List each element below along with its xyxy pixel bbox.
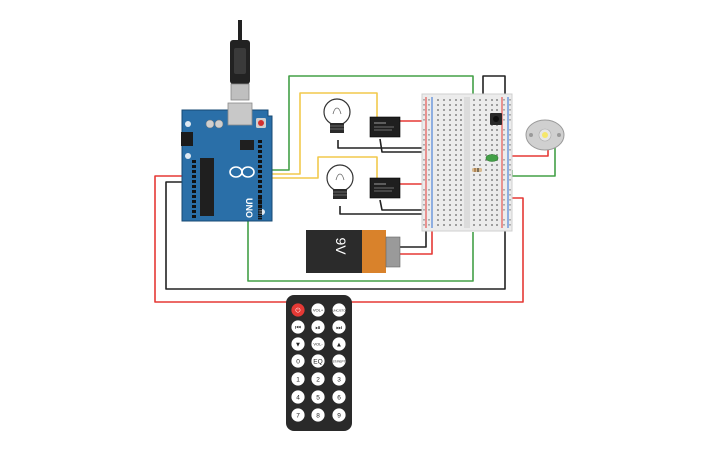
remote-1-button-label: 1	[296, 376, 300, 383]
wire-battery-black	[400, 225, 427, 248]
board-label: UNO	[244, 198, 254, 218]
battery-9v: 9V	[306, 230, 401, 273]
remote-2-button-label: 2	[316, 376, 320, 383]
arduino-infinity-logo	[229, 166, 255, 178]
remote-4-button-label: 4	[296, 394, 300, 401]
remote-prev-button-label: ⏮	[295, 324, 301, 331]
wire-black-outer	[165, 181, 506, 290]
remote-vol-minus-button-label: VOL-	[313, 342, 323, 347]
remote-eq-button[interactable]: EQ	[311, 354, 325, 368]
battery-voltage-label: 9V	[333, 237, 349, 255]
remote-down-button-label: ▼	[295, 341, 301, 348]
arduino-uno-board: UNO	[181, 20, 273, 222]
remote-0-button[interactable]: 0	[291, 354, 305, 368]
remote-play-pause-button[interactable]: ⏯	[311, 320, 325, 334]
wire-black-relay-1	[379, 138, 428, 153]
remote-play-pause-button-label: ⏯	[315, 324, 320, 331]
remote-0-button-label: 0	[296, 358, 300, 365]
wire-black-bulb-2	[339, 206, 428, 215]
battery-terminal-clip	[385, 236, 401, 268]
remote-power-button-label: ⏻	[295, 307, 300, 314]
remote-6-button[interactable]: 6	[332, 390, 346, 404]
remote-up-button-label: ▲	[336, 341, 342, 348]
wire-battery-red	[400, 225, 433, 255]
dc-motor	[525, 119, 565, 151]
remote-power-button[interactable]: ⏻	[291, 303, 305, 317]
wire-yellow-upper	[270, 92, 378, 175]
usb-cable	[238, 20, 242, 42]
wire-black-relay-2	[379, 199, 428, 211]
relay-2	[369, 177, 401, 199]
light-bulb-2	[326, 164, 354, 199]
wire-yellow-lower	[270, 156, 378, 179]
remote-8-button[interactable]: 8	[311, 408, 325, 422]
remote-7-button[interactable]: 7	[291, 408, 305, 422]
remote-9-button-label: 9	[337, 412, 341, 419]
resistor	[472, 168, 482, 172]
led-green	[485, 154, 499, 162]
wire-green-top	[270, 75, 474, 171]
wire-green-bottom	[247, 214, 474, 282]
usb-connector	[230, 83, 250, 101]
remote-down-button[interactable]: ▼	[291, 337, 305, 351]
remote-func-stop-button[interactable]: FUNC/STOP	[330, 303, 348, 317]
wire-black-bulb-1	[337, 140, 428, 149]
light-bulb-1	[323, 98, 351, 133]
remote-func-stop-button-label: FUNC/STOP	[330, 309, 347, 313]
battery-cap	[362, 230, 386, 273]
atmega-chip	[200, 158, 214, 216]
remote-8-button-label: 8	[316, 412, 320, 419]
remote-7-button-label: 7	[296, 412, 300, 419]
remote-6-button-label: 6	[337, 394, 341, 401]
remote-9-button[interactable]: 9	[332, 408, 346, 422]
relay-1	[369, 116, 401, 138]
remote-next-button[interactable]: ⏭	[332, 320, 346, 334]
remote-5-button[interactable]: 5	[311, 390, 325, 404]
remote-eq-button-label: EQ	[313, 358, 322, 365]
remote-1-button[interactable]: 1	[291, 372, 305, 386]
remote-vol-plus-button-label: VOL+	[313, 308, 324, 313]
ir-remote: ⏻ VOL+ FUNC/STOP ⏮ ⏯ ⏭ ▼ VOL- ▲ 0 EQ ST/REPT 1 2 3 4 5 6 7…	[286, 295, 352, 431]
motor-shaft	[542, 132, 548, 138]
remote-next-button-label: ⏭	[336, 324, 342, 331]
remote-up-button[interactable]: ▲	[332, 337, 346, 351]
remote-4-button[interactable]: 4	[291, 390, 305, 404]
remote-3-button-label: 3	[337, 376, 341, 383]
remote-vol-minus-button[interactable]: VOL-	[311, 337, 325, 351]
remote-prev-button[interactable]: ⏮	[291, 320, 305, 334]
remote-3-button[interactable]: 3	[332, 372, 346, 386]
remote-st-rept-button-label: ST/REPT	[333, 360, 346, 364]
wire-motor-red	[508, 148, 549, 157]
remote-st-rept-button[interactable]: ST/REPT	[332, 354, 346, 368]
breadboard	[421, 93, 513, 232]
remote-2-button[interactable]: 2	[311, 372, 325, 386]
battery-body	[306, 230, 364, 273]
remote-5-button-label: 5	[316, 394, 320, 401]
remote-vol-plus-button[interactable]: VOL+	[311, 303, 325, 317]
